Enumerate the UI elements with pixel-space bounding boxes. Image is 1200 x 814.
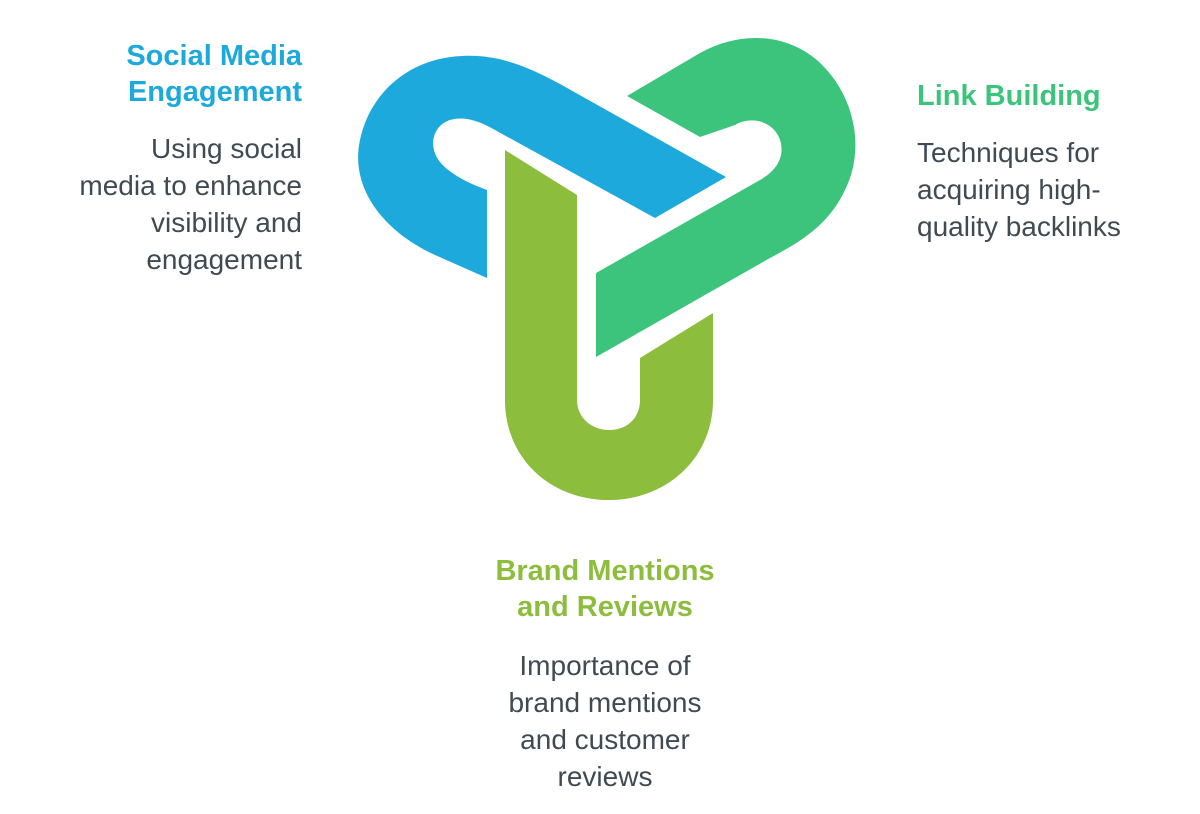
social-media-engagement-block: Social Media Engagement Using social med… xyxy=(2,38,302,278)
brand-desc-line: Importance of xyxy=(519,650,691,681)
brand-mentions-description: Importance of brand mentions and custome… xyxy=(455,647,755,795)
link-building-description: Techniques for acquiring high- quality b… xyxy=(917,134,1187,245)
social-desc-line: visibility and xyxy=(151,207,302,238)
link-building-block: Link Building Techniques for acquiring h… xyxy=(917,78,1187,245)
social-title-line-1: Social Media xyxy=(126,40,302,72)
link-desc-line: acquiring high- xyxy=(917,174,1101,205)
brand-title-line-2: and Reviews xyxy=(517,591,693,623)
social-desc-line: media to enhance xyxy=(79,170,302,201)
link-loop-shape xyxy=(596,37,856,357)
brand-desc-line: reviews xyxy=(557,761,653,792)
social-loop-shape xyxy=(358,55,726,279)
social-desc-line: Using social xyxy=(151,133,302,164)
brand-desc-line: brand mentions xyxy=(508,687,702,718)
link-desc-line: quality backlinks xyxy=(917,211,1121,242)
brand-mentions-block: Brand Mentions and Reviews Importance of… xyxy=(455,553,755,795)
link-desc-line: Techniques for xyxy=(917,137,1100,168)
brand-mentions-title: Brand Mentions and Reviews xyxy=(455,553,755,625)
link-building-title: Link Building xyxy=(917,80,1101,112)
social-media-engagement-description: Using social media to enhance visibility… xyxy=(2,130,302,278)
brand-loop-shape xyxy=(505,150,713,500)
brand-title-line-1: Brand Mentions xyxy=(495,555,715,587)
social-media-engagement-title: Social Media Engagement xyxy=(2,38,302,110)
social-desc-line: engagement xyxy=(146,244,302,275)
brand-desc-line: and customer xyxy=(520,724,690,755)
social-title-line-2: Engagement xyxy=(127,76,302,108)
